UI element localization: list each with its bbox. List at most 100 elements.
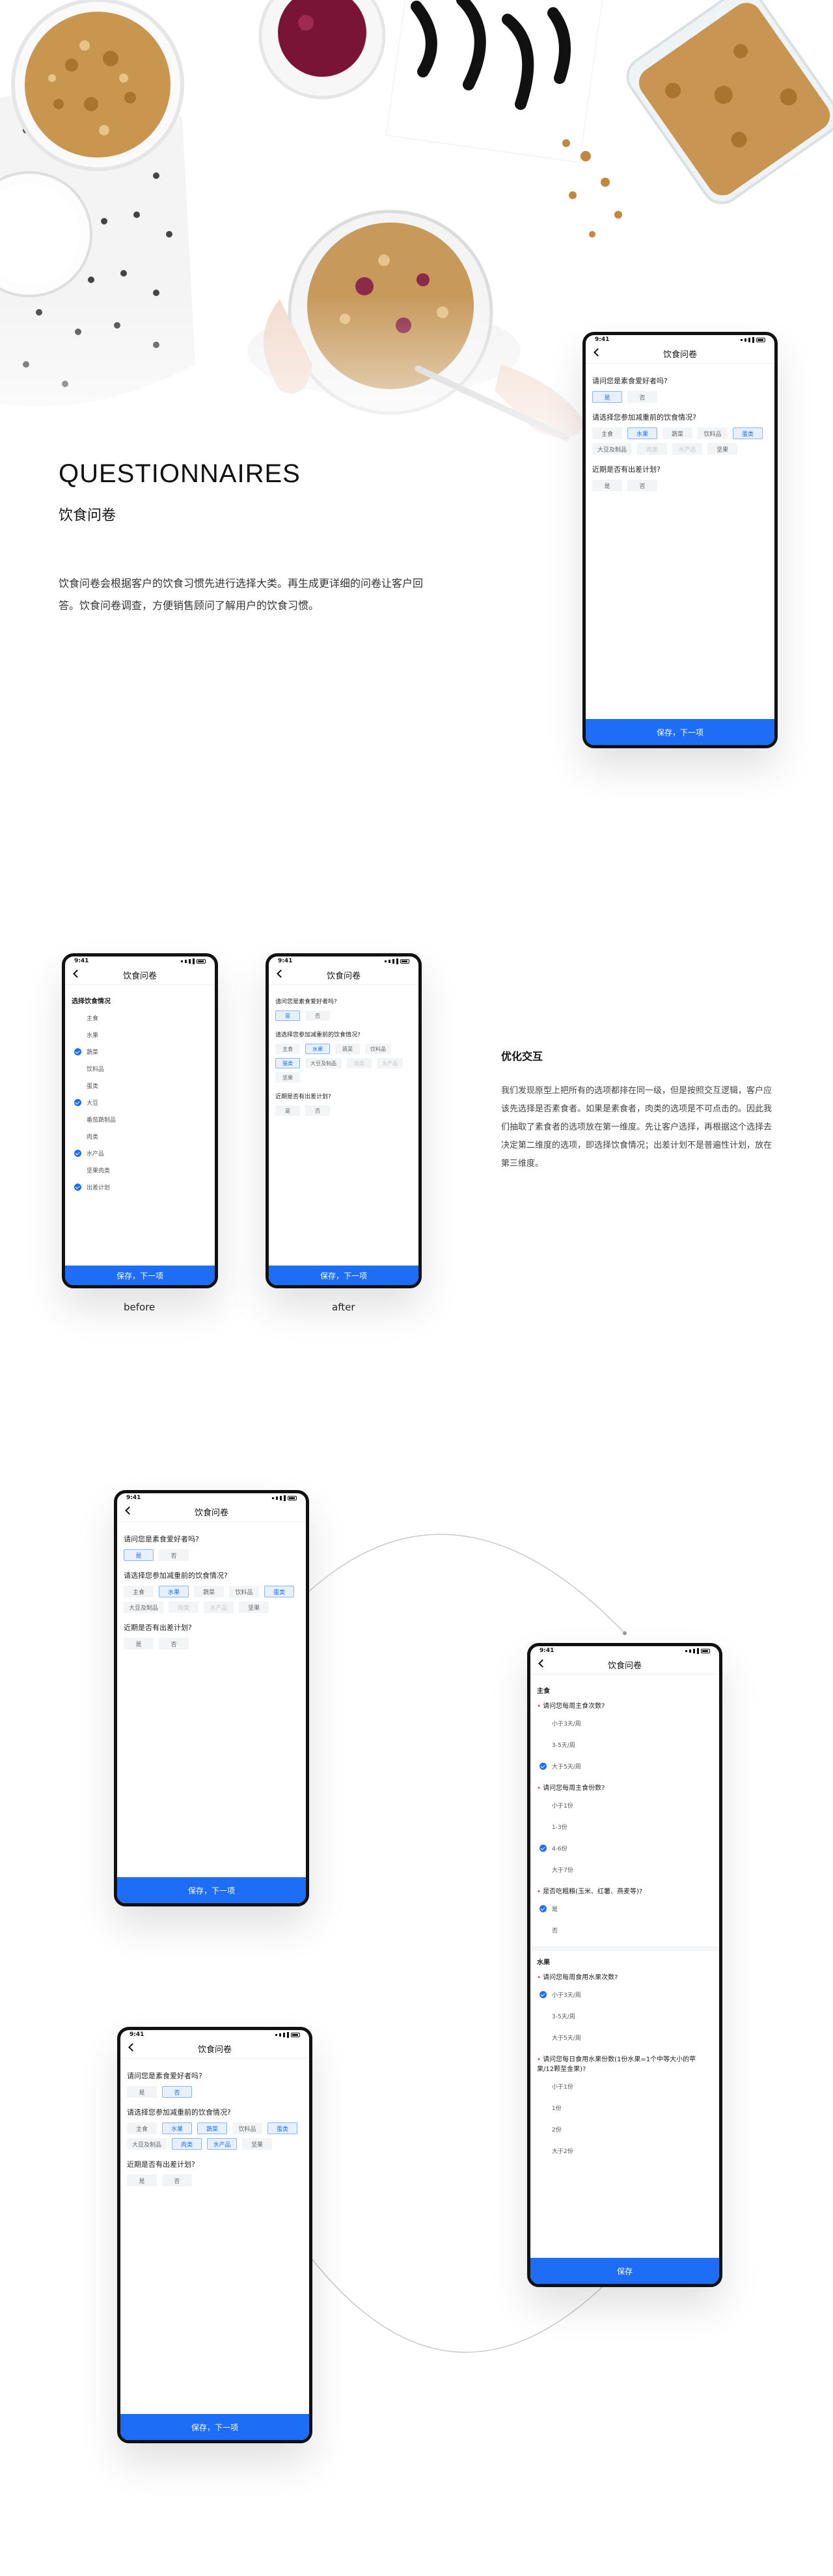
option-chip[interactable]: 是: [592, 480, 622, 491]
option-chip[interactable]: 主食: [592, 427, 622, 439]
option-chip[interactable]: 蔬菜: [197, 2122, 227, 2134]
option-chip[interactable]: 大豆及制品: [592, 443, 633, 455]
option-chip[interactable]: 水产品: [207, 2138, 238, 2150]
option-chip[interactable]: 是: [275, 1105, 300, 1116]
list-item[interactable]: 蛋类: [72, 1077, 208, 1094]
save-next-button[interactable]: 保存，下一项: [269, 1266, 418, 1285]
radio-check-icon: [539, 1905, 547, 1912]
option-chip[interactable]: 否: [627, 480, 657, 491]
option-chip[interactable]: 否: [305, 1105, 330, 1116]
back-arrow-icon[interactable]: [73, 969, 81, 978]
option-chip[interactable]: 否: [159, 1549, 189, 1561]
radio-check-icon: [539, 2147, 547, 2154]
option-chip[interactable]: 是: [592, 391, 622, 403]
radio-option[interactable]: 小于3天/周: [537, 1713, 713, 1734]
option-chip[interactable]: 水果: [159, 1586, 189, 1597]
list-item-label: 坚果肉类: [87, 1167, 111, 1174]
option-chip[interactable]: 大豆及制品: [124, 1601, 164, 1613]
list-item[interactable]: 水果: [72, 1026, 208, 1043]
option-chip[interactable]: 是: [127, 2175, 157, 2186]
back-arrow-icon[interactable]: [538, 1659, 547, 1668]
radio-option[interactable]: 3-5天/周: [537, 1734, 713, 1756]
radio-option[interactable]: 大于7份: [537, 1859, 713, 1880]
option-chip[interactable]: 大豆及制品: [127, 2138, 167, 2150]
list-item[interactable]: 出差计划: [72, 1178, 208, 1195]
list-item[interactable]: 坚果肉类: [72, 1161, 208, 1178]
radio-option[interactable]: 小于1份: [537, 1795, 713, 1816]
option-chip[interactable]: 肉类: [172, 2138, 202, 2150]
option-chip[interactable]: 饮料品: [232, 2122, 262, 2134]
option-chip[interactable]: 蛋类: [733, 427, 763, 439]
list-item[interactable]: 大豆: [72, 1094, 208, 1111]
option-chip[interactable]: 否: [305, 1010, 330, 1021]
option-chip[interactable]: 是: [275, 1010, 300, 1021]
option-chip[interactable]: 蛋类: [264, 1586, 294, 1597]
list-item[interactable]: 番茄蔬制品: [72, 1111, 208, 1128]
detail-question: 请问您每周主食份数?: [537, 1782, 713, 1792]
back-arrow-icon[interactable]: [594, 348, 602, 357]
save-next-button[interactable]: 保存，下一项: [120, 2414, 309, 2440]
option-chip[interactable]: 否: [159, 1638, 189, 1649]
list-item[interactable]: 蔬菜: [72, 1043, 208, 1060]
list-item[interactable]: 水产品: [72, 1145, 208, 1161]
option-chip[interactable]: 否: [162, 2086, 192, 2098]
option-chip[interactable]: 否: [162, 2175, 192, 2186]
back-arrow-icon[interactable]: [277, 969, 285, 978]
save-button[interactable]: 保存: [530, 2258, 719, 2284]
radio-option[interactable]: 是: [537, 1898, 713, 1919]
option-chip[interactable]: 水产品: [672, 443, 703, 455]
option-chip[interactable]: 坚果: [275, 1072, 300, 1083]
radio-option[interactable]: 1-3份: [537, 1816, 713, 1837]
question-business-trip: 近期是否有出差计划?: [275, 1094, 331, 1100]
option-chip[interactable]: 坚果: [242, 2138, 273, 2150]
status-bar: 9:41: [65, 956, 215, 966]
option-chip[interactable]: 主食: [275, 1044, 300, 1054]
option-chip[interactable]: 主食: [124, 1586, 154, 1597]
back-arrow-icon[interactable]: [125, 1506, 133, 1515]
option-chip[interactable]: 是: [124, 1549, 154, 1561]
save-next-button[interactable]: 保存，下一项: [586, 719, 774, 745]
radio-option[interactable]: 大于5天/周: [537, 1756, 713, 1777]
radio-option[interactable]: 大于2份: [537, 2140, 713, 2162]
option-chip[interactable]: 主食: [127, 2122, 157, 2134]
radio-option[interactable]: 否: [537, 1919, 713, 1941]
option-chip[interactable]: 蔬菜: [662, 427, 692, 439]
option-chip[interactable]: 水产品: [377, 1058, 403, 1068]
option-chip[interactable]: 水果: [627, 427, 657, 439]
option-chip[interactable]: 蛋类: [267, 2122, 297, 2134]
option-chip[interactable]: 蔬菜: [335, 1044, 360, 1054]
back-arrow-icon[interactable]: [128, 2043, 137, 2052]
save-next-button[interactable]: 保存，下一项: [65, 1266, 215, 1285]
option-chip[interactable]: 蔬菜: [194, 1586, 224, 1597]
option-chip[interactable]: 大豆及制品: [305, 1058, 342, 1068]
option-chip[interactable]: 坚果: [239, 1601, 269, 1613]
radio-option[interactable]: 1份: [537, 2097, 713, 2119]
check-icon: [74, 1082, 81, 1089]
radio-check-icon: [539, 1720, 547, 1727]
list-item[interactable]: 主食: [72, 1009, 208, 1026]
option-chip[interactable]: 蛋类: [275, 1058, 300, 1068]
radio-option[interactable]: 3-5天/周: [537, 2005, 713, 2027]
option-chip[interactable]: 肉类: [347, 1058, 372, 1068]
option-chip[interactable]: 否: [627, 391, 657, 403]
radio-option[interactable]: 2份: [537, 2119, 713, 2140]
save-next-button[interactable]: 保存，下一项: [117, 1877, 306, 1903]
option-chip[interactable]: 是: [127, 2086, 157, 2098]
option-chip[interactable]: 饮料品: [365, 1044, 391, 1054]
option-chip[interactable]: 是: [124, 1638, 154, 1649]
option-chip[interactable]: 饮料品: [698, 427, 728, 439]
option-chip[interactable]: 饮料品: [229, 1586, 259, 1597]
list-item[interactable]: 肉类: [72, 1128, 208, 1145]
option-chip[interactable]: 水果: [305, 1044, 330, 1054]
option-chip[interactable]: 水产品: [204, 1601, 234, 1613]
option-chip[interactable]: 肉类: [637, 443, 668, 455]
radio-option[interactable]: 4-6份: [537, 1837, 713, 1859]
option-chip[interactable]: 肉类: [169, 1601, 199, 1613]
radio-option[interactable]: 小于1份: [537, 2076, 713, 2097]
option-chip[interactable]: 水果: [162, 2122, 192, 2134]
radio-option[interactable]: 大于5天/周: [537, 2027, 713, 2048]
section-divider: [530, 1946, 719, 1951]
list-item[interactable]: 饮料品: [72, 1060, 208, 1077]
radio-option[interactable]: 小于3天/周: [537, 1984, 713, 2005]
option-chip[interactable]: 坚果: [707, 443, 738, 455]
